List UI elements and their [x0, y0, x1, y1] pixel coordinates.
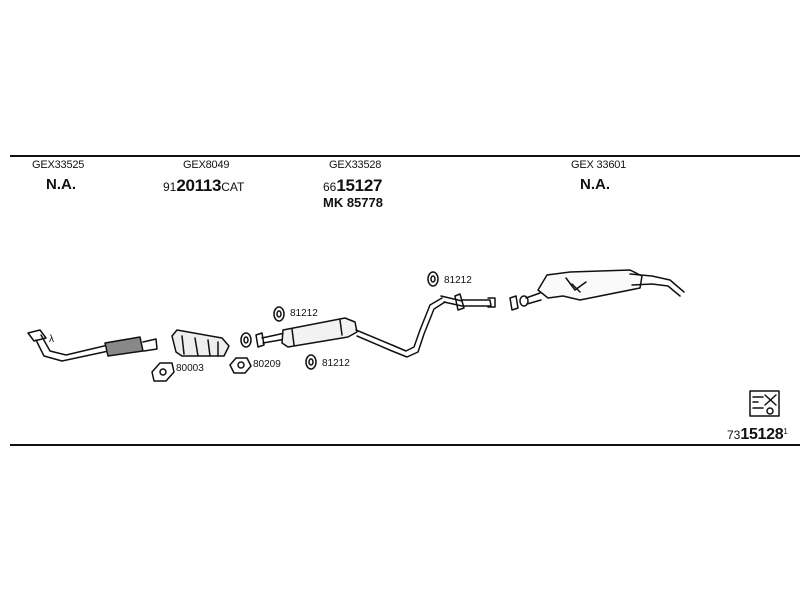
bottom-divider: [10, 444, 800, 446]
rear-silencer: [509, 269, 685, 311]
oxygen-sensor-symbol: λ: [49, 334, 54, 345]
gasket-1-label: 80003: [176, 363, 204, 374]
section-3-part-prefix: 66: [323, 180, 337, 194]
catalytic-converter: [171, 329, 230, 357]
section-2-part-suffix: CAT: [221, 180, 245, 194]
section-2-part-number: 9120113CAT: [163, 177, 244, 194]
section-2-code: GEX8049: [183, 159, 230, 171]
top-divider: [10, 155, 800, 157]
section-3-code: GEX33528: [329, 159, 382, 171]
section-3-part-number: 6615127: [323, 177, 382, 194]
flange-ring-icon: [240, 332, 252, 348]
clamp-81212-icon-2: [305, 354, 317, 370]
front-pipe: [27, 329, 158, 362]
section-4-status: N.A.: [580, 176, 610, 193]
section-2-part-main: 20113: [176, 176, 222, 195]
document-number-main: 15128: [740, 426, 784, 443]
middle-pipe-silencer: [255, 293, 496, 358]
section-4-code: GEX 33601: [571, 159, 627, 171]
gasket-80209-icon: [229, 357, 252, 374]
section-1-status: N.A.: [46, 176, 76, 193]
section-2-part-prefix: 91: [163, 180, 177, 194]
section-3-part-main: 15127: [336, 176, 383, 195]
clamp-2-label: 81212: [322, 358, 350, 369]
gasket-80003-icon: [151, 362, 175, 382]
clamp-81212-icon: [273, 306, 285, 322]
section-1-code: GEX33525: [32, 159, 85, 171]
document-number-prefix: 73: [727, 428, 741, 442]
clamp-3-label: 81212: [444, 275, 472, 286]
clamp-1-label: 81212: [290, 308, 318, 319]
document-number-sup: 1: [783, 427, 788, 436]
section-3-extra: MK 85778: [323, 195, 383, 210]
document-pictogram-icon: [749, 390, 780, 417]
document-number: 73151281: [727, 426, 788, 444]
clamp-81212-icon-3: [427, 271, 439, 287]
gasket-2-label: 80209: [253, 359, 281, 370]
